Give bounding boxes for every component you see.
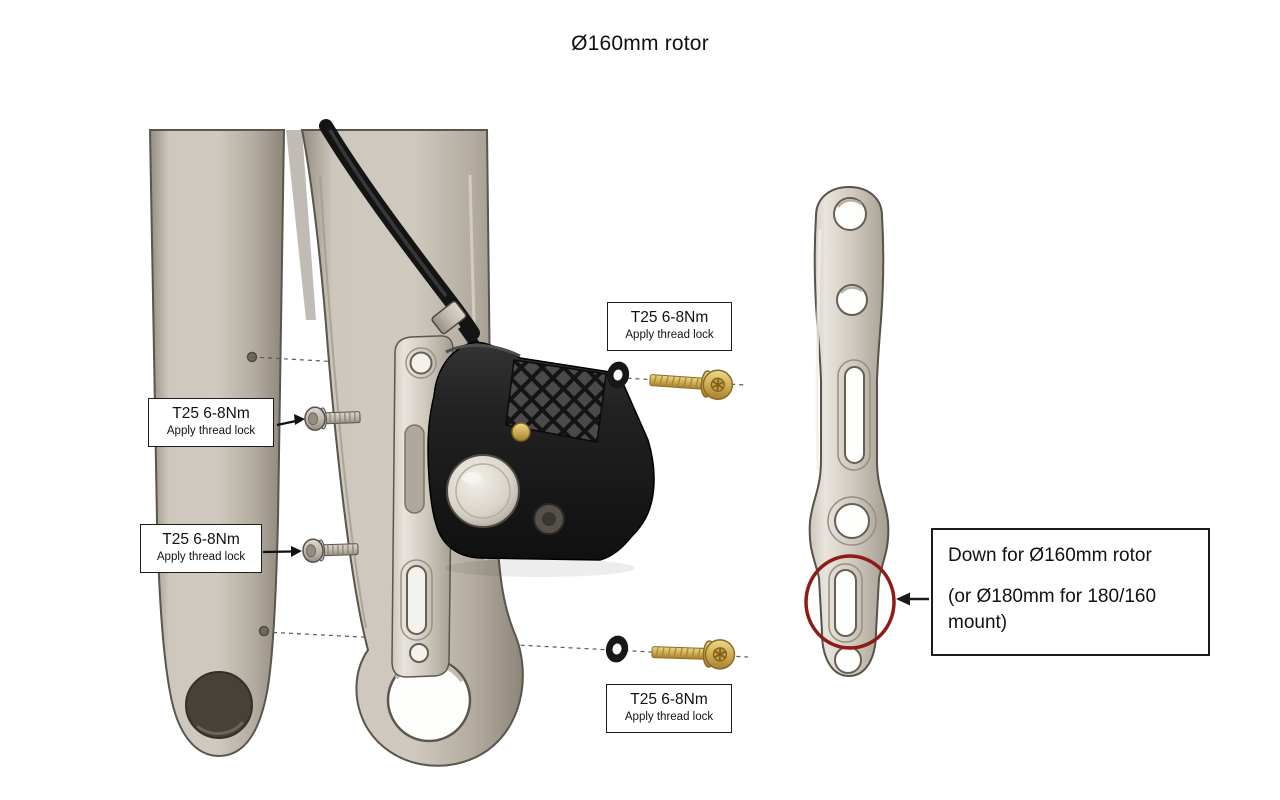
mounting-bolt-silver-upper <box>304 406 361 431</box>
callout-arrow-upper <box>276 414 305 427</box>
thread-lock-note: Apply thread lock <box>624 710 714 723</box>
caliper-piston-cap <box>446 454 520 528</box>
adapter-hole-bottom <box>409 643 429 663</box>
dropout-hole-left <box>185 671 253 739</box>
torque-callout-bottom: T25 6-8Nm Apply thread lock <box>606 684 732 733</box>
thread-lock-note: Apply thread lock <box>166 424 256 437</box>
page-title: Ø160mm rotor <box>571 32 709 55</box>
torque-value: T25 6-8Nm <box>630 691 708 708</box>
hose-fitting <box>431 300 467 335</box>
rotor-note-box: Down for Ø160mm rotor (or Ø180mm for 180… <box>931 528 1210 656</box>
fork-mount-hole-lower <box>258 625 270 637</box>
mounting-bolt-silver-lower <box>302 538 359 563</box>
plate-hole-top <box>833 197 867 231</box>
torque-value: T25 6-8Nm <box>630 309 709 326</box>
washer-lower <box>605 635 629 663</box>
plate-hole-second <box>836 284 868 316</box>
plate-slot-middle <box>844 366 865 464</box>
mounting-bolt-gold-upper <box>649 369 734 400</box>
torque-value: T25 6-8Nm <box>172 405 250 422</box>
washer-upper <box>606 361 630 389</box>
fork-crown-shadow <box>286 130 316 320</box>
thread-lock-note: Apply thread lock <box>156 550 246 563</box>
plate-hole-bottom <box>834 646 862 674</box>
plate-hole-large <box>834 503 870 539</box>
callout-arrow-lower <box>262 546 302 557</box>
adapter-hole-top <box>409 351 433 375</box>
caliper-texture-pad <box>505 359 607 443</box>
highlight-red-circle <box>804 554 896 650</box>
torque-callout-left-upper: T25 6-8Nm Apply thread lock <box>148 398 274 447</box>
torque-value: T25 6-8Nm <box>162 531 240 548</box>
plate-slot-lower <box>834 569 857 637</box>
rotor-note-line2: (or Ø180mm for 180/160 mount) <box>948 586 1157 633</box>
rotor-adapter-plate <box>808 185 890 678</box>
torque-callout-top-right: T25 6-8Nm Apply thread lock <box>607 302 732 351</box>
rotor-note-line1: Down for Ø160mm rotor <box>948 545 1152 566</box>
adapter-slot-lower <box>406 565 427 635</box>
mounting-bolt-gold-lower <box>651 639 736 670</box>
thread-lock-note: Apply thread lock <box>625 328 714 341</box>
banjo-bolt <box>511 422 531 442</box>
brake-caliper <box>427 341 655 577</box>
torque-callout-left-lower: T25 6-8Nm Apply thread lock <box>140 524 262 573</box>
note-arrow <box>896 592 929 606</box>
